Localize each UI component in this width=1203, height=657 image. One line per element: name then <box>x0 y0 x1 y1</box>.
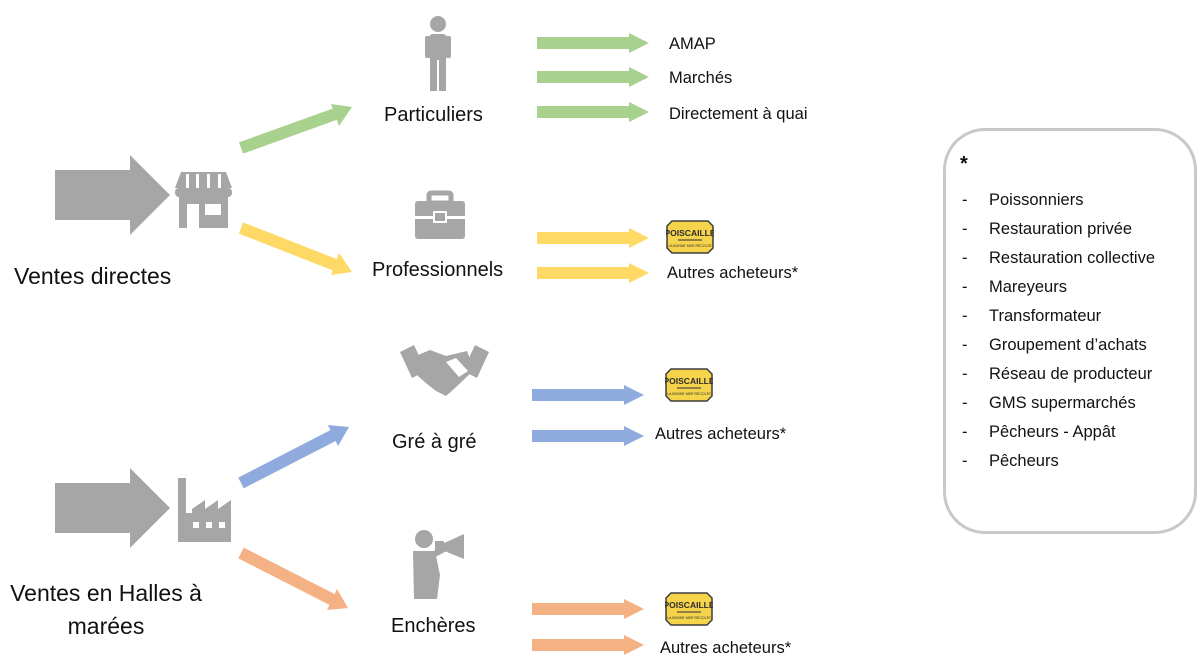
poiscaille-logo-text: POISCAILLE <box>665 600 713 610</box>
poiscaille-logo-subtext: LA BONNE MER RÉCOLTE <box>667 615 711 620</box>
arrow-to-particuliers <box>238 104 352 154</box>
poiscaille-logo-text: POISCAILLE <box>665 376 713 386</box>
ventes-directes-big-arrow <box>55 155 170 235</box>
legend-item: - Mareyeurs <box>962 278 1155 307</box>
megaphone-person-icon <box>413 530 464 599</box>
ventes-halles-label-line1: Ventes en Halles à <box>10 580 202 606</box>
destination-quai: Directement à quai <box>669 105 808 123</box>
shop-icon <box>175 172 232 228</box>
legend-item-label: Groupement d’achats <box>989 336 1147 354</box>
category-professionnels: Professionnels <box>372 259 504 281</box>
poiscaille-logo: POISCAILLE LA BONNE MER RÉCOLTE <box>663 592 715 626</box>
arrow-professionnels-to-poiscaille <box>537 228 649 248</box>
legend-dash: - <box>962 423 968 441</box>
legend-item-label: Mareyeurs <box>989 278 1067 296</box>
legend-item: - Pêcheurs - Appât <box>962 423 1155 452</box>
arrow-to-amap <box>537 33 649 53</box>
legend-dash: - <box>962 336 968 354</box>
legend-asterisk: * <box>960 153 968 175</box>
legend-item-label: Restauration privée <box>989 220 1133 238</box>
legend-item-label: Pêcheurs - Appât <box>989 423 1116 441</box>
legend-item: - Groupement d’achats <box>962 336 1155 365</box>
arrow-professionnels-to-autres <box>537 263 649 283</box>
briefcase-icon <box>415 190 465 239</box>
legend-item: - Restauration collective <box>962 249 1155 278</box>
arrow-encheres-to-poiscaille <box>532 599 644 619</box>
legend-item: - Transformateur <box>962 307 1155 336</box>
destination-amap: AMAP <box>669 35 716 53</box>
category-gre-a-gre: Gré à gré <box>392 431 477 453</box>
poiscaille-logo: POISCAILLE LA BONNE MER RÉCOLTE <box>663 368 715 402</box>
legend-dash: - <box>962 394 968 412</box>
legend-item-label: Poissonniers <box>989 191 1084 209</box>
factory-icon <box>178 478 231 542</box>
legend-item-label: Transformateur <box>989 307 1102 325</box>
ventes-halles-label-line2: marées <box>67 613 145 640</box>
arrow-gre-to-autres <box>532 426 644 446</box>
arrow-to-marches <box>537 67 649 87</box>
legend-dash: - <box>962 249 968 267</box>
arrow-to-professionnels <box>238 222 352 275</box>
arrow-to-quai <box>537 102 649 122</box>
legend-item-label: Pêcheurs <box>989 452 1059 470</box>
legend-item: - GMS supermarchés <box>962 394 1155 423</box>
handshake-icon <box>400 345 489 396</box>
legend-dash: - <box>962 452 968 470</box>
legend-item: - Pêcheurs <box>962 452 1155 481</box>
legend-list: - Poissonniers - Restauration privée - Rest… <box>962 191 1155 481</box>
arrow-to-gre-a-gre <box>238 425 349 489</box>
legend-item-label: Réseau de producteur <box>989 365 1153 383</box>
legend-dash: - <box>962 191 968 209</box>
category-particuliers: Particuliers <box>384 104 483 126</box>
destination-autres-gre: Autres acheteurs* <box>655 425 787 443</box>
arrow-to-encheres <box>238 547 348 610</box>
legend-item: - Poissonniers <box>962 191 1155 220</box>
buyers-legend-box: * - Poissonniers - Restauration privée - Re… <box>943 128 1197 534</box>
poiscaille-logo: POISCAILLE LA BONNE MER RÉCOLTE <box>664 220 716 254</box>
legend-dash: - <box>962 278 968 296</box>
destination-autres-professionnels: Autres acheteurs* <box>667 264 799 282</box>
poiscaille-logo-text: POISCAILLE <box>666 228 714 238</box>
arrow-gre-to-poiscaille <box>532 385 644 405</box>
legend-dash: - <box>962 220 968 238</box>
arrow-encheres-to-autres <box>532 635 644 655</box>
poiscaille-logo-subtext: LA BONNE MER RÉCOLTE <box>667 391 711 396</box>
legend-dash: - <box>962 307 968 325</box>
legend-dash: - <box>962 365 968 383</box>
legend-item-label: GMS supermarchés <box>989 394 1136 412</box>
category-encheres: Enchères <box>391 615 476 637</box>
ventes-halles-label: Ventes en Halles à marées <box>6 577 206 644</box>
halles-big-arrow <box>55 468 170 548</box>
legend-item: - Restauration privée <box>962 220 1155 249</box>
destination-autres-encheres: Autres acheteurs* <box>660 639 792 657</box>
legend-item-label: Restauration collective <box>989 249 1155 267</box>
poiscaille-logo-subtext: LA BONNE MER RÉCOLTE <box>668 243 712 248</box>
legend-item: - Réseau de producteur <box>962 365 1155 394</box>
ventes-directes-label: Ventes directes <box>14 263 172 289</box>
destination-marches: Marchés <box>669 69 733 87</box>
person-icon <box>425 16 451 91</box>
